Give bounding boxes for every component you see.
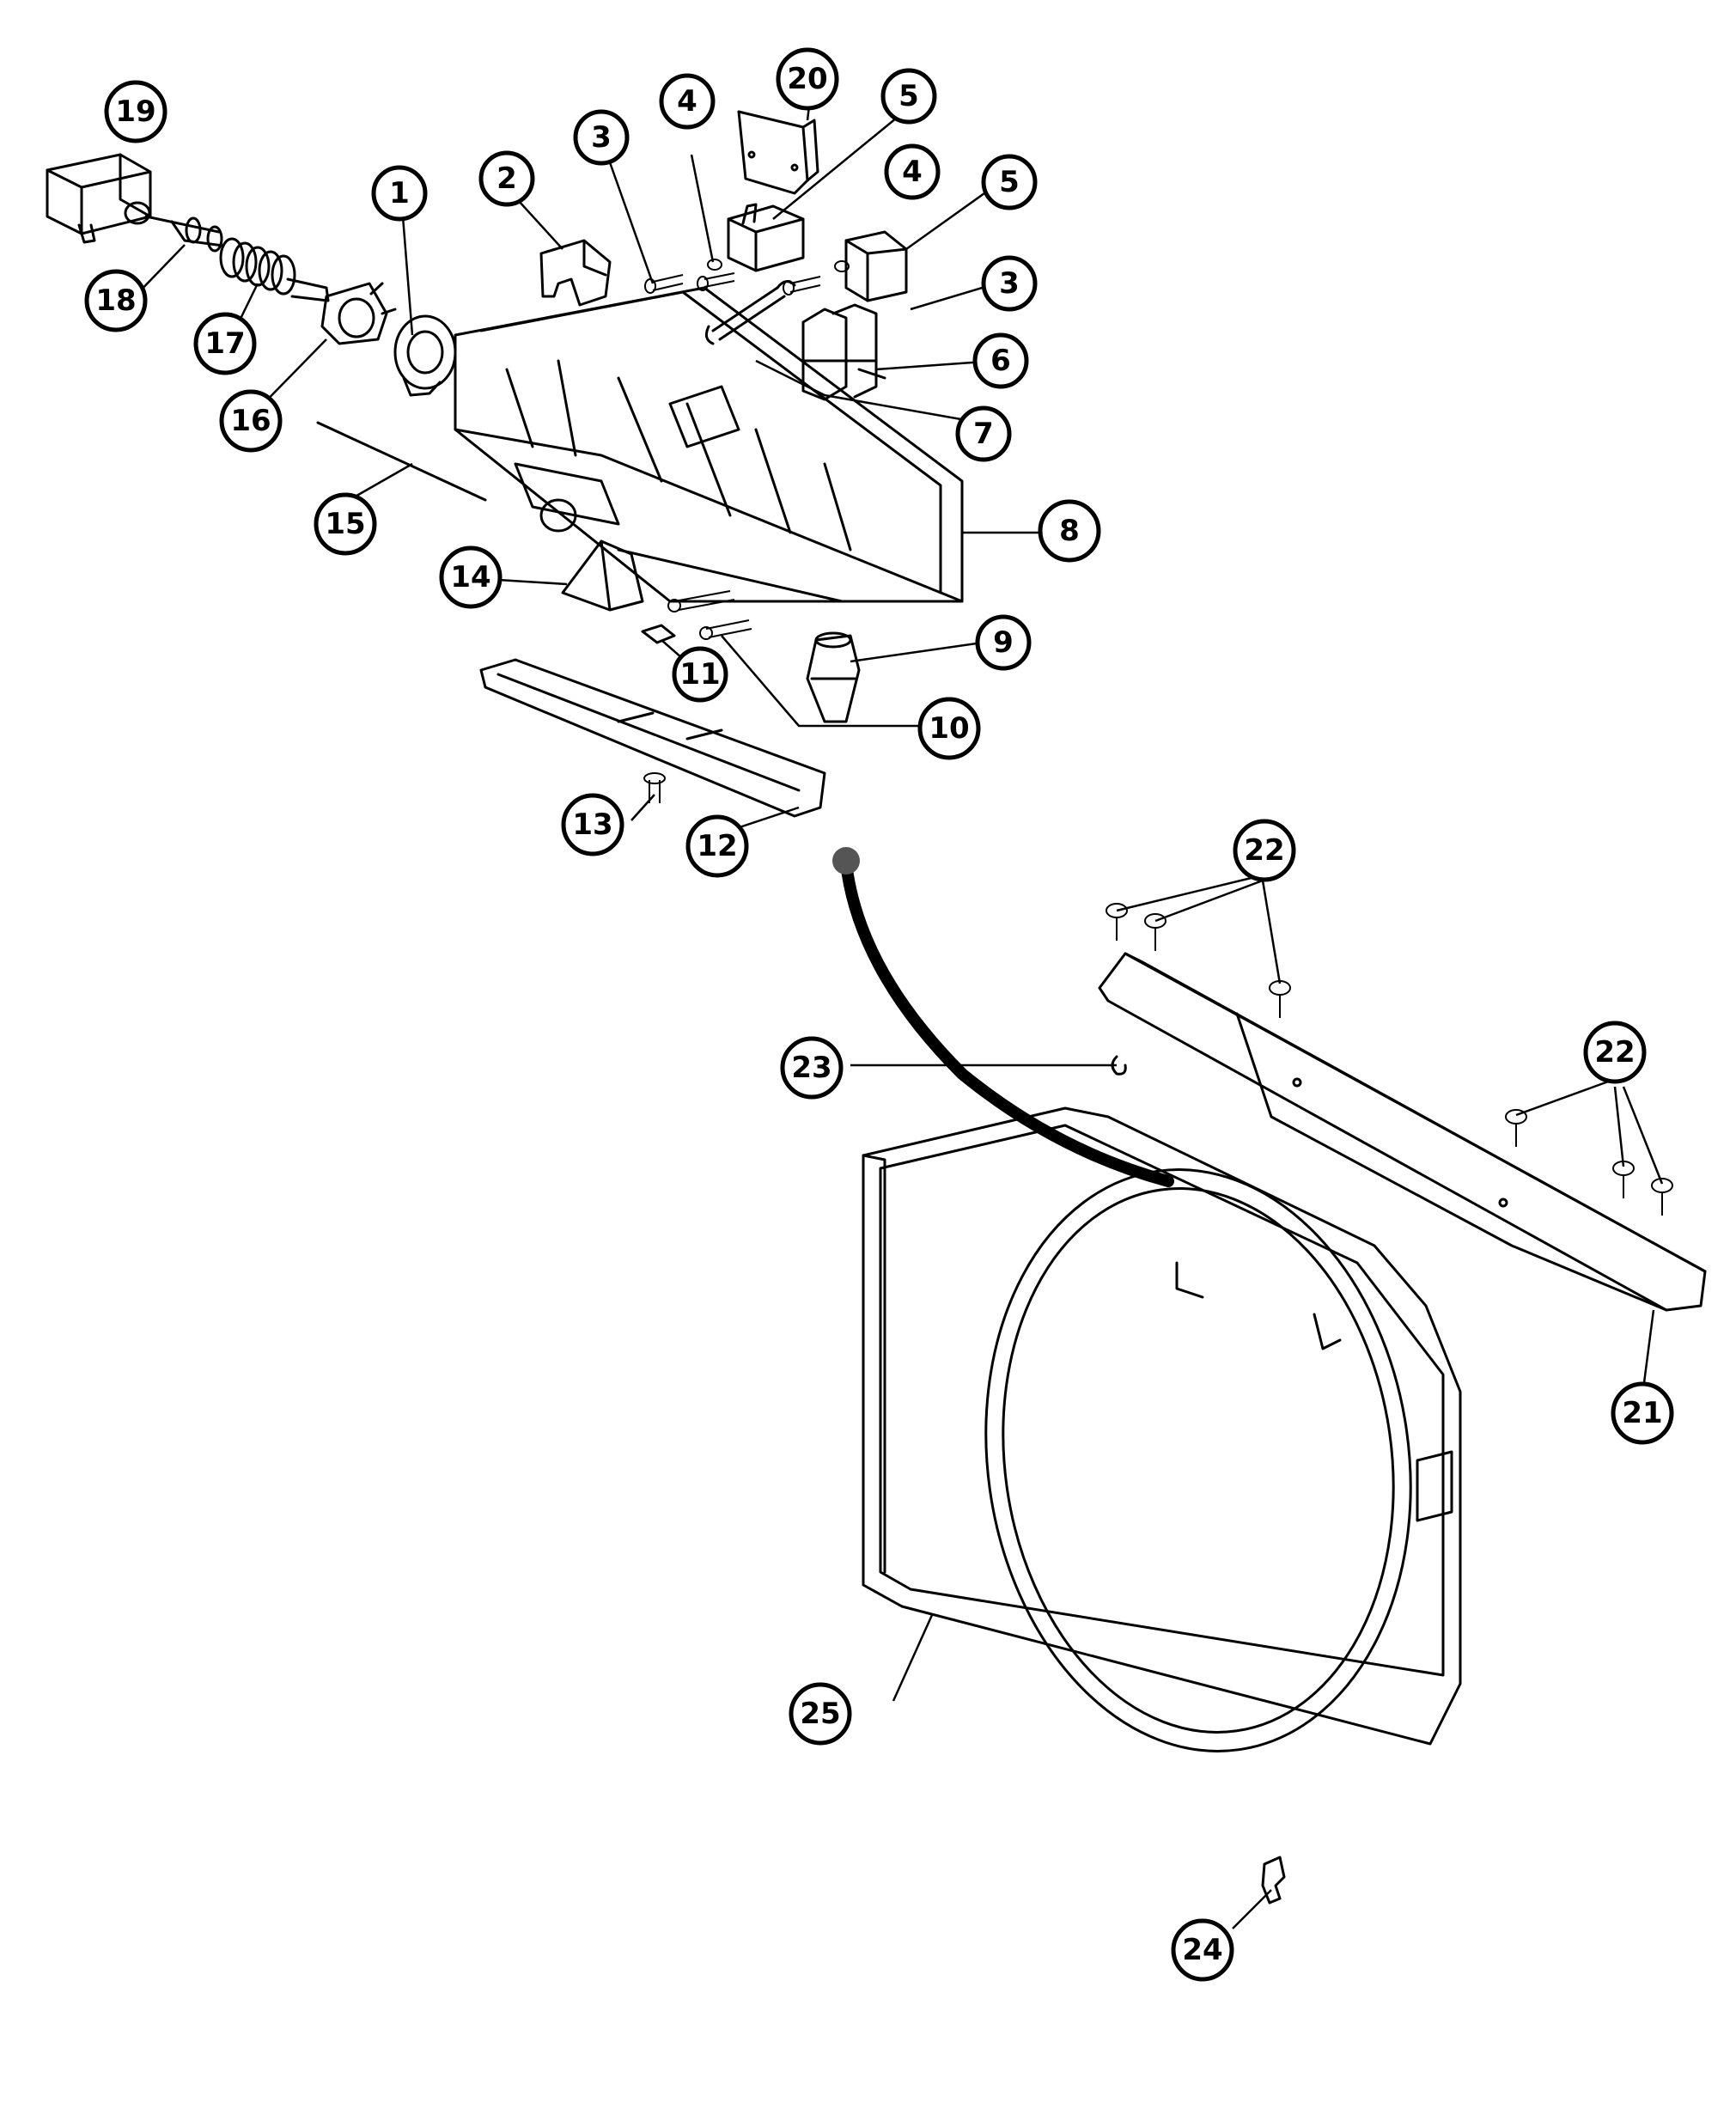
callout-9: 9: [975, 614, 1032, 671]
svg-text:1: 1: [389, 176, 410, 210]
callout-8: 8: [1038, 499, 1101, 563]
console-housing-part-8: [454, 286, 964, 603]
callout-13: 13: [561, 793, 624, 856]
svg-text:11: 11: [679, 657, 720, 692]
nut-part-11: [641, 624, 676, 644]
svg-text:12: 12: [697, 829, 737, 863]
timer-shaft-part: [144, 215, 225, 253]
svg-text:20: 20: [787, 62, 827, 96]
wire-harness: [840, 857, 1174, 1187]
svg-text:22: 22: [1594, 1035, 1635, 1070]
callout-4a: 4: [659, 73, 716, 130]
callout-7: 7: [955, 405, 1012, 462]
svg-text:7: 7: [973, 417, 994, 451]
pins-part-10: [667, 590, 752, 640]
svg-text:22: 22: [1244, 833, 1284, 868]
svg-text:4: 4: [677, 84, 697, 119]
bracket-part-20: [737, 110, 819, 195]
callout-22a: 22: [1233, 819, 1296, 882]
knob-part-9: [806, 631, 861, 723]
spring-coil-part: [219, 237, 330, 302]
svg-text:9: 9: [993, 625, 1014, 660]
callout-10: 10: [917, 697, 981, 760]
callout-3b: 3: [981, 255, 1038, 312]
timer-motor-part: [46, 153, 152, 244]
callout-25: 25: [789, 1682, 852, 1746]
callout-16: 16: [219, 389, 283, 453]
callout-3a: 3: [573, 109, 630, 166]
callout-22b: 22: [1583, 1021, 1647, 1084]
switch-part-5a: [727, 203, 805, 272]
svg-text:16: 16: [230, 404, 271, 438]
callout-6: 6: [972, 332, 1029, 389]
callout-12: 12: [685, 814, 749, 878]
clip-part-23: [1111, 1055, 1127, 1076]
svg-text:4: 4: [902, 155, 923, 189]
clip-part-2: [539, 239, 612, 307]
callout-21: 21: [1611, 1381, 1674, 1445]
svg-text:6: 6: [990, 344, 1011, 378]
callout-19: 19: [104, 80, 168, 143]
svg-text:3: 3: [999, 266, 1020, 301]
svg-text:19: 19: [115, 94, 155, 129]
callout-5b: 5: [981, 154, 1038, 210]
svg-text:25: 25: [800, 1697, 840, 1731]
switch-part-5b: [844, 230, 908, 302]
svg-text:8: 8: [1059, 514, 1080, 548]
svg-text:5: 5: [898, 79, 919, 113]
cam-disc-part: [393, 314, 457, 397]
svg-text:10: 10: [929, 711, 969, 746]
svg-text:24: 24: [1182, 1933, 1222, 1967]
callout-23: 23: [780, 1036, 844, 1100]
callout-11: 11: [672, 646, 728, 703]
callout-20: 20: [776, 47, 839, 111]
cam-gear-part: [320, 282, 397, 345]
svg-text:13: 13: [572, 808, 612, 842]
leader-lines: [134, 83, 1664, 1929]
callout-5a: 5: [880, 68, 937, 125]
svg-text:21: 21: [1622, 1396, 1662, 1430]
spring-part-7: [704, 280, 796, 345]
front-panel-part-25: [862, 1106, 1462, 1752]
screws-part-22: [1106, 903, 1673, 1216]
callout-15: 15: [314, 492, 377, 556]
rod-part-15: [316, 421, 487, 502]
clip-part-24: [1261, 1856, 1286, 1905]
callout-17: 17: [193, 312, 257, 375]
callout-1: 1: [371, 165, 428, 222]
svg-text:2: 2: [496, 162, 517, 196]
escutcheon-part-12: [479, 658, 826, 818]
svg-text:15: 15: [325, 507, 365, 541]
screws-and-washers: [644, 259, 850, 296]
svg-text:5: 5: [999, 165, 1020, 199]
svg-text:23: 23: [791, 1051, 831, 1085]
screw-part-13: [643, 772, 666, 803]
callout-14: 14: [439, 545, 503, 609]
top-rail-part-21: [1098, 952, 1707, 1312]
callout-4b: 4: [884, 143, 941, 200]
svg-text:14: 14: [450, 560, 490, 594]
svg-text:18: 18: [95, 283, 136, 318]
wire-harness-end: [832, 847, 860, 875]
bracket-part-14: [561, 539, 644, 612]
svg-text:3: 3: [591, 120, 612, 155]
relay-part-6: [801, 303, 886, 401]
svg-text:17: 17: [204, 326, 245, 361]
callout-2: 2: [478, 150, 535, 207]
callout-18: 18: [84, 269, 148, 332]
callout-24: 24: [1171, 1918, 1234, 1982]
